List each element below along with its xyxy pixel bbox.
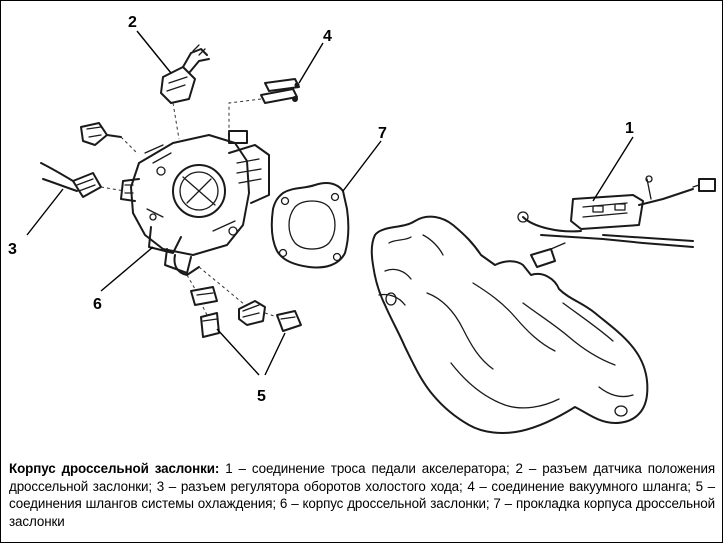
exploded-view-drawing: 1 2 3 4 5 6 7 bbox=[8, 14, 716, 434]
intake-manifold bbox=[370, 215, 649, 434]
caption-text: 1 – соединение троса педали акселератора… bbox=[9, 461, 715, 529]
callout-4: 4 bbox=[323, 28, 332, 45]
callout-3: 3 bbox=[8, 241, 17, 258]
idle-regulator-connector bbox=[40, 162, 126, 198]
accelerator-cable-bracket bbox=[517, 175, 716, 248]
callout-1: 1 bbox=[625, 120, 634, 137]
figure-caption: Корпус дроссельной заслонки: 1 – соедине… bbox=[9, 460, 715, 530]
tps-connector bbox=[160, 44, 210, 140]
vacuum-hose-connection bbox=[228, 78, 300, 143]
idle-sensor-screw bbox=[80, 122, 138, 154]
callout-7: 7 bbox=[378, 125, 387, 142]
coolant-hose-connections bbox=[186, 266, 302, 338]
throttle-body-diagram: 1 2 3 4 5 6 7 bbox=[3, 3, 722, 458]
throttle-body-gasket bbox=[270, 182, 350, 269]
callout-numbers: 1 2 3 4 5 6 7 bbox=[8, 14, 634, 405]
callout-2: 2 bbox=[128, 14, 137, 31]
callout-5: 5 bbox=[257, 388, 266, 405]
throttle-body bbox=[120, 130, 270, 276]
callout-6: 6 bbox=[93, 296, 102, 313]
caption-title: Корпус дроссельной заслонки: bbox=[9, 461, 220, 476]
leader-lines bbox=[26, 30, 634, 376]
